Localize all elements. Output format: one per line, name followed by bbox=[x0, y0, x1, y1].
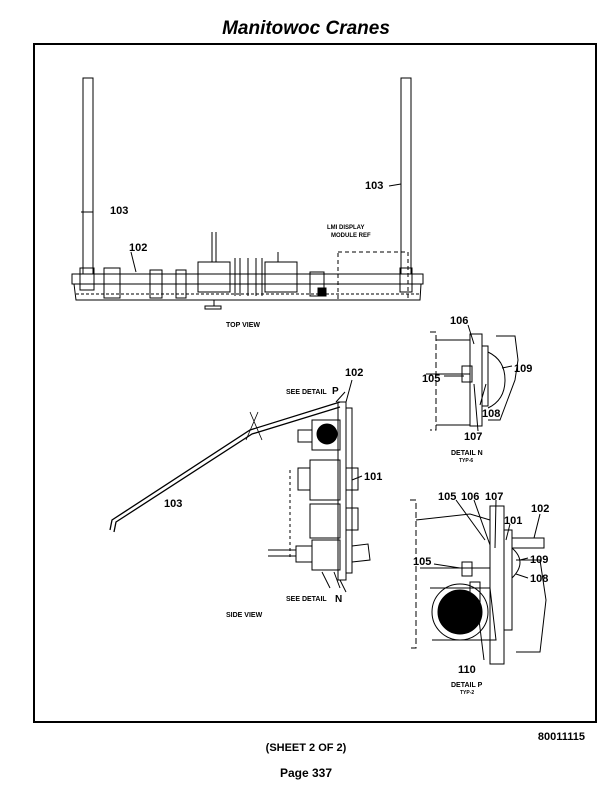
side-view-label: SIDE VIEW bbox=[226, 612, 263, 619]
callout-108-n: 108 bbox=[482, 408, 500, 420]
callout-102-p: 102 bbox=[531, 503, 549, 515]
top-view-label: TOP VIEW bbox=[226, 322, 260, 329]
callout-106-p: 106 bbox=[461, 491, 479, 503]
callout-103-left: 103 bbox=[110, 205, 128, 217]
callout-108-p: 108 bbox=[530, 573, 548, 585]
callout-101-side: 101 bbox=[364, 471, 382, 483]
callout-102-top: 102 bbox=[129, 242, 147, 254]
lmi-label-line2: MODULE REF bbox=[331, 233, 371, 239]
callout-101-p: 101 bbox=[504, 515, 522, 527]
left-post bbox=[82, 77, 94, 275]
side-view-drawing bbox=[109, 379, 371, 593]
callout-106-n: 106 bbox=[450, 315, 468, 327]
page-header-title: Manitowoc Cranes bbox=[222, 18, 390, 39]
callout-110-p: 110 bbox=[458, 664, 476, 676]
see-detail-n-letter: N bbox=[335, 594, 342, 605]
sheet-indicator: (SHEET 2 OF 2) bbox=[265, 742, 347, 754]
callout-103-side: 103 bbox=[164, 498, 182, 510]
top-view-drawing bbox=[71, 77, 424, 310]
callout-105-p-left: 105 bbox=[413, 556, 431, 568]
callout-109-p: 109 bbox=[530, 554, 548, 566]
see-detail-p-letter: P bbox=[332, 386, 339, 397]
document-number: 80011115 bbox=[537, 731, 585, 743]
lmi-label-line1: LMI DISPLAY bbox=[327, 225, 364, 231]
detail-p-drawing bbox=[410, 499, 547, 665]
callout-102-side: 102 bbox=[345, 367, 363, 379]
see-detail-p-label: SEE DETAIL bbox=[286, 389, 327, 396]
detail-p-label: DETAIL P bbox=[451, 682, 483, 689]
callout-109-n: 109 bbox=[514, 363, 532, 375]
callout-105-n: 105 bbox=[422, 373, 440, 385]
detail-n-label: DETAIL N bbox=[451, 450, 483, 457]
callout-103-right: 103 bbox=[365, 180, 383, 192]
see-detail-n-label: SEE DETAIL bbox=[286, 596, 327, 603]
drawing-frame bbox=[33, 43, 597, 723]
detail-p-typ: TYP-2 bbox=[460, 690, 474, 696]
detail-n-drawing bbox=[426, 324, 519, 432]
callout-107-p: 107 bbox=[485, 491, 503, 503]
right-post bbox=[400, 77, 412, 275]
callout-105-p-top: 105 bbox=[438, 491, 456, 503]
callout-107-n: 107 bbox=[464, 431, 482, 443]
page-number: Page 337 bbox=[279, 766, 333, 780]
detail-n-typ: TYP-6 bbox=[459, 458, 473, 464]
